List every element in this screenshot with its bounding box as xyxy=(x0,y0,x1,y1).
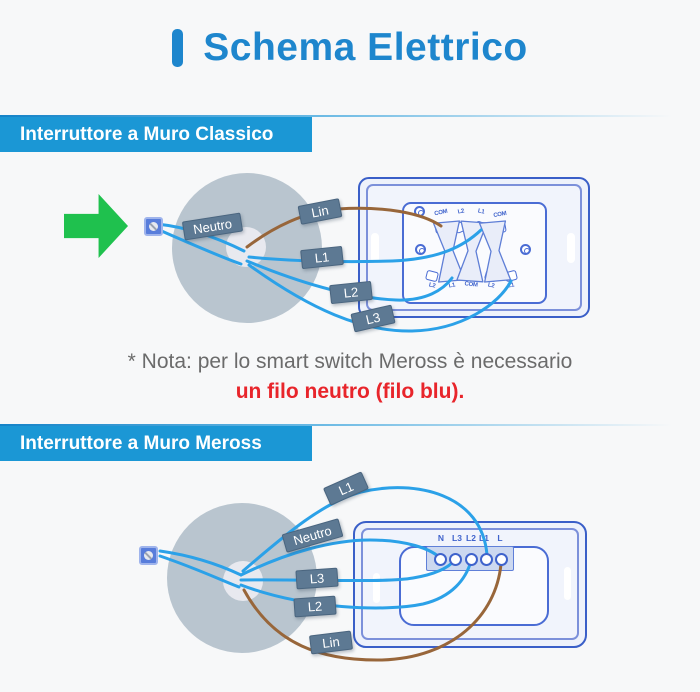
section-divider-line xyxy=(0,424,700,426)
terminal-l1 xyxy=(479,552,493,566)
terminal-l3 xyxy=(448,552,462,566)
terminal-label-n: N xyxy=(437,533,445,543)
section-divider-line xyxy=(0,115,700,117)
banner-classic-switch: Interruttore a Muro Classico xyxy=(0,117,312,152)
classic-wiring-diagram xyxy=(155,206,513,333)
terminal-n xyxy=(433,552,447,566)
banner-meross-switch: Interruttore a Muro Meross xyxy=(0,426,312,461)
terminal-label-l: L xyxy=(497,533,503,543)
plate-slot-left xyxy=(371,233,379,263)
meross-wiring-diagram xyxy=(158,486,503,662)
green-arrow-icon xyxy=(64,194,128,258)
note-highlight-text: un filo neutro (filo blu). xyxy=(235,380,465,403)
classic-switch-plate xyxy=(358,177,590,318)
wire-label-l1: L1 xyxy=(300,245,344,270)
title-accent-bar-icon xyxy=(172,29,184,67)
neutral-screw-icon xyxy=(144,217,163,236)
mount-screw-icon xyxy=(415,244,426,255)
page-header: Schema Elettrico xyxy=(0,26,700,70)
wire-label-l3: L3 xyxy=(295,567,339,590)
wire-label-l1: L1 xyxy=(322,471,370,506)
screw-head-icon xyxy=(149,222,158,231)
terminal-label-l1: L1 xyxy=(479,533,489,543)
neutral-screw-icon xyxy=(139,546,158,565)
wall-box-hub xyxy=(223,561,263,601)
mount-screw-icon xyxy=(414,206,425,217)
wire-label-lin: Lin xyxy=(308,630,354,655)
terminal-box xyxy=(464,268,478,280)
mount-screw-icon xyxy=(520,244,531,255)
terminal-l2 xyxy=(464,552,478,566)
note-text: * Nota: per lo smart switch Meross è nec… xyxy=(127,350,573,373)
wire-label-l2: L2 xyxy=(293,595,337,618)
plate-slot-right xyxy=(564,567,571,600)
terminal-box xyxy=(493,222,507,234)
terminal-l xyxy=(494,552,508,566)
screw-head-icon xyxy=(144,551,153,560)
plate-slot-left xyxy=(373,573,380,603)
plate-slot-right xyxy=(567,233,575,263)
page-title: Schema Elettrico xyxy=(203,26,528,69)
note: * Nota: per lo smart switch Meross è nec… xyxy=(0,347,700,407)
